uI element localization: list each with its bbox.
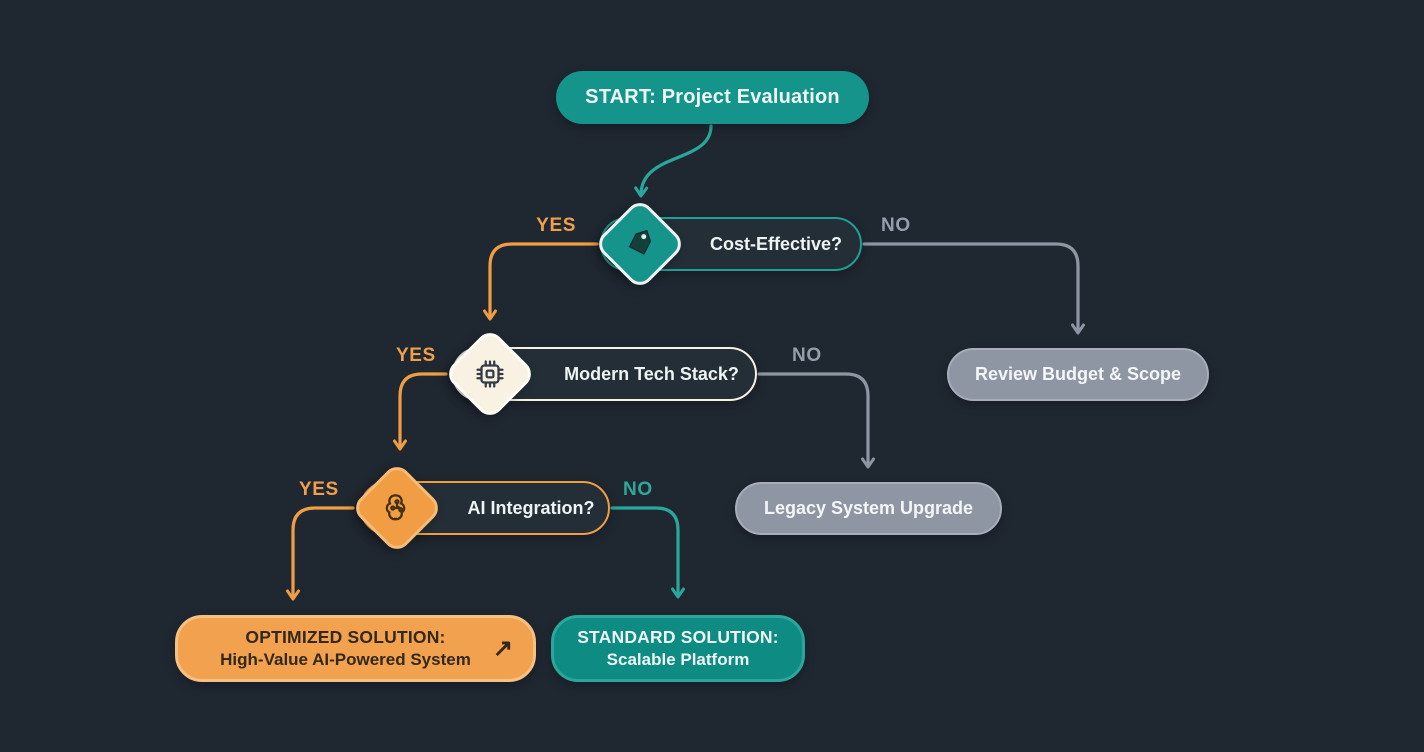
legacy-upgrade-label: Legacy System Upgrade (763, 498, 974, 518)
review-budget-label: Review Budget & Scope (974, 364, 1182, 384)
optimized-solution-subtitle: High-Value AI-Powered System (220, 649, 471, 669)
brain-circuit-icon (379, 490, 415, 526)
optimized-solution-node: OPTIMIZED SOLUTION: High-Value AI-Powere… (175, 615, 536, 682)
tech-no-label: NO (792, 345, 822, 366)
cost-decision-diamond (593, 197, 687, 291)
edge-ai-no (610, 506, 685, 599)
ai-no-label: NO (623, 479, 653, 500)
edge-tech-no (757, 372, 875, 469)
ai-decision-diamond (350, 461, 444, 555)
chip-icon (473, 357, 507, 391)
tech-yes-label: YES (396, 345, 436, 366)
tag-icon (624, 228, 656, 260)
review-budget-node: Review Budget & Scope (947, 348, 1209, 401)
cost-no-label: NO (881, 215, 911, 236)
tech-decision-label: Modern Tech Stack? (564, 363, 739, 384)
start-node: START: Project Evaluation (556, 71, 869, 124)
edge-cost-no (862, 242, 1085, 335)
edge-ai-yes (286, 506, 355, 601)
cost-yes-label: YES (536, 215, 576, 236)
standard-solution-node: STANDARD SOLUTION: Scalable Platform (551, 615, 805, 682)
edge-tech-yes (393, 372, 448, 451)
edge-start-to-cost (634, 124, 713, 198)
tech-decision-diamond (443, 327, 537, 421)
optimized-solution-title: OPTIMIZED SOLUTION: (245, 627, 446, 648)
ai-decision-label: AI Integration? (467, 497, 595, 518)
standard-solution-subtitle: Scalable Platform (606, 649, 750, 669)
ai-yes-label: YES (299, 479, 339, 500)
edge-cost-yes (483, 242, 599, 321)
legacy-upgrade-node: Legacy System Upgrade (735, 482, 1002, 535)
arrow-up-right-icon: ↗ (492, 634, 513, 662)
standard-solution-title: STANDARD SOLUTION: (577, 627, 779, 648)
cost-decision-label: Cost-Effective? (709, 233, 843, 254)
start-node-label: START: Project Evaluation (585, 86, 840, 108)
